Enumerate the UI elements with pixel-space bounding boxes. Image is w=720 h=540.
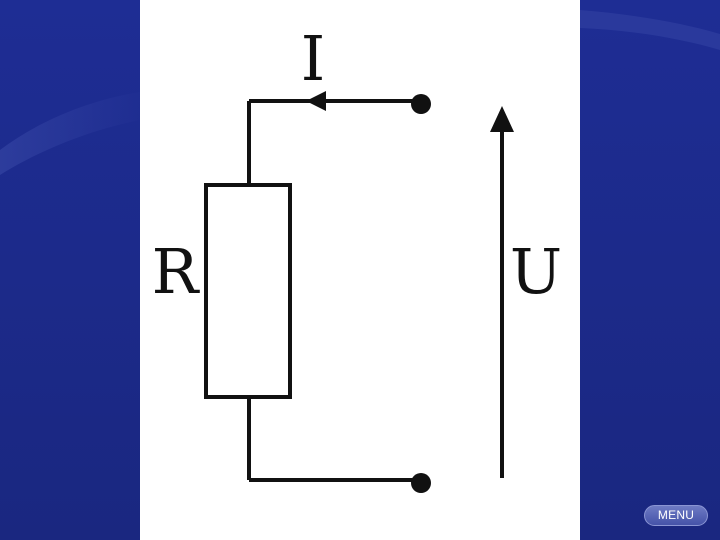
content-panel xyxy=(140,0,580,540)
current-arrow-head xyxy=(306,91,326,111)
left-swoosh xyxy=(0,92,140,175)
current-label: I xyxy=(301,22,326,95)
top-terminal xyxy=(411,94,431,114)
resistor-label: R xyxy=(152,235,201,308)
resistor-symbol xyxy=(204,183,292,399)
voltage-arrow-head xyxy=(490,106,514,132)
bottom-terminal xyxy=(411,473,431,493)
voltage-label: U xyxy=(510,235,562,308)
right-swoosh xyxy=(580,10,720,50)
menu-button[interactable]: MENU xyxy=(644,505,708,526)
